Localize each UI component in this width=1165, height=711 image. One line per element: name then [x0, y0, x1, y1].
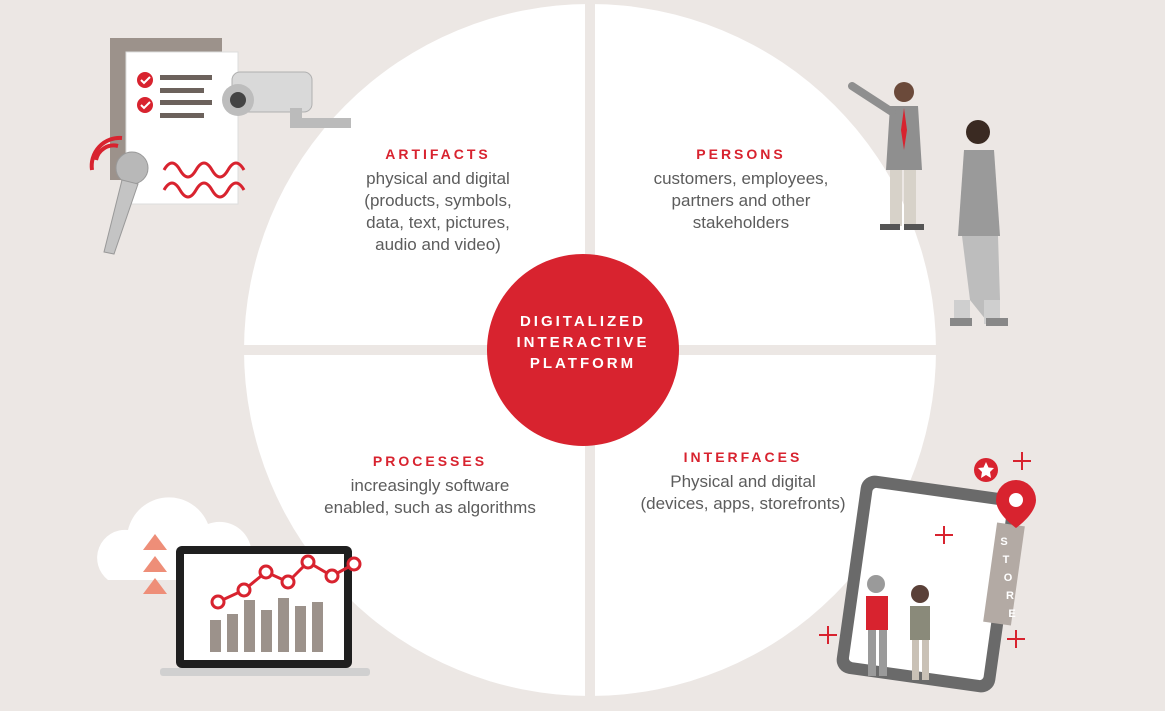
- businessman-pointing-icon: [848, 82, 924, 230]
- artifacts-line: physical and digital: [366, 169, 510, 188]
- security-camera-icon: [222, 71, 351, 128]
- artifacts-line: audio and video): [375, 235, 501, 254]
- processes-line: enabled, such as algorithms: [324, 498, 536, 517]
- store-letter: T: [1003, 554, 1010, 566]
- interfaces-line: (devices, apps, storefronts): [640, 494, 846, 513]
- processes-label: PROCESSES increasingly software enabled,…: [280, 453, 580, 519]
- location-pin-icon: [996, 480, 1036, 528]
- persons-label: PERSONS customers, employees, partners a…: [606, 146, 876, 234]
- plus-sparkles-icon: [819, 452, 1031, 648]
- store-letter: E: [1008, 608, 1015, 620]
- persons-line: customers, employees,: [653, 169, 829, 188]
- interfaces-line: Physical and digital: [670, 472, 816, 491]
- store-letter: S: [1000, 536, 1007, 548]
- artifacts-title: ARTIFACTS: [385, 146, 491, 162]
- artifacts-line: data, text, pictures,: [366, 213, 510, 232]
- artifacts-label: ARTIFACTS physical and digital (products…: [318, 146, 558, 256]
- star-badge-icon: [974, 458, 998, 482]
- persons-line: stakeholders: [692, 213, 790, 232]
- checklist-icon: [110, 38, 239, 205]
- woman-on-phone-icon: [950, 120, 1008, 326]
- microphone-icon: [89, 135, 149, 255]
- artifacts-line: (products, symbols,: [364, 191, 512, 210]
- sound-wave-icon: [162, 161, 246, 199]
- processes-title: PROCESSES: [372, 453, 488, 469]
- store-sign-icon: S T O R E: [983, 522, 1025, 626]
- center-circle: [487, 254, 679, 446]
- laptop-chart-icon: [160, 546, 370, 676]
- interfaces-title: INTERFACES: [683, 449, 803, 465]
- upload-arrows-icon: [143, 534, 167, 594]
- couple-shopping-icon: [866, 575, 930, 680]
- persons-title: PERSONS: [696, 146, 786, 162]
- store-letter: R: [1006, 590, 1014, 602]
- interfaces-label: INTERFACES Physical and digital (devices…: [598, 449, 888, 515]
- store-letter: O: [1004, 572, 1013, 584]
- center-platform-label: DIGITALIZED INTERACTIVE PLATFORM: [516, 313, 650, 372]
- processes-line: increasingly software: [350, 476, 510, 495]
- persons-line: partners and other: [671, 191, 811, 210]
